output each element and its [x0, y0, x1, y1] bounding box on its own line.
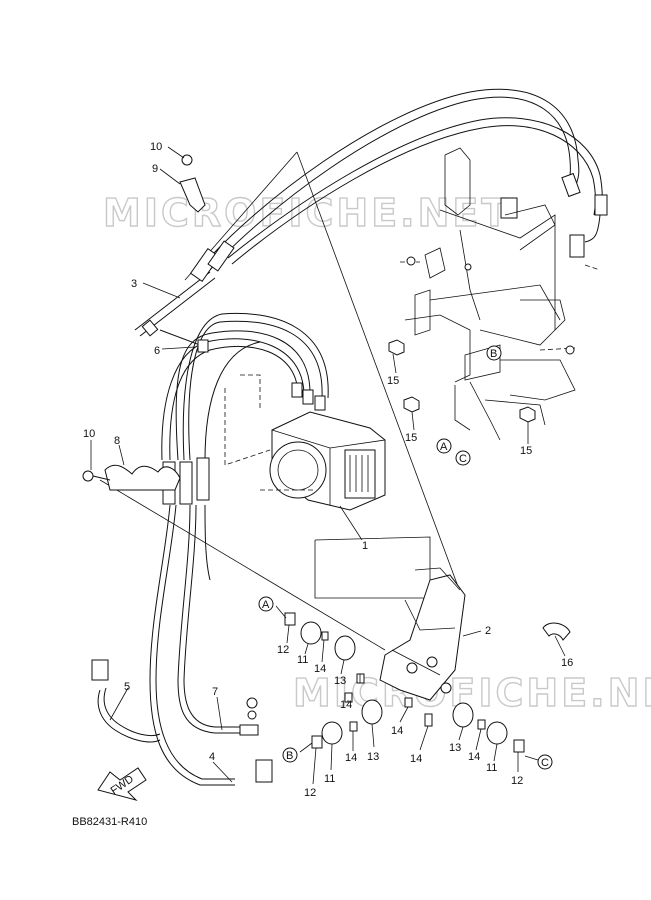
- callout-13-a: 13: [334, 675, 346, 687]
- callout-7: 7: [212, 686, 218, 698]
- watermark-top: MICROFICHE.NET: [103, 191, 510, 235]
- callout-12-b: 12: [304, 787, 316, 799]
- ref-b-bottom: B: [286, 750, 293, 762]
- callout-13-b: 13: [367, 751, 379, 763]
- ref-c-top: C: [459, 453, 467, 465]
- lower-brake-hoses: [91, 457, 273, 786]
- ref-c-bottom: C: [541, 757, 549, 769]
- forward-arrow-icon: FWD: [97, 767, 147, 801]
- callout-14-b: 14: [340, 699, 352, 711]
- nut-15-group: [388, 339, 536, 423]
- callout-10-top: 10: [150, 141, 162, 153]
- leader-guide-lines: [99, 151, 464, 651]
- callout-8: 8: [114, 435, 120, 447]
- abs-mount-bracket-2: [379, 567, 466, 701]
- callout-12-c: 12: [511, 775, 523, 787]
- callout-9: 9: [152, 163, 158, 175]
- frame-bracket-assembly: [400, 147, 601, 441]
- ref-a-bottom: A: [262, 599, 270, 611]
- callout-10-left: 10: [83, 428, 95, 440]
- callout-1: 1: [362, 540, 368, 552]
- callout-14-e: 14: [345, 752, 357, 764]
- callout-4: 4: [209, 751, 215, 763]
- callout-15-b: 15: [405, 432, 417, 444]
- callout-leaders: [90, 146, 566, 785]
- callout-13-c: 13: [449, 742, 461, 754]
- callout-15-a: 15: [387, 375, 399, 387]
- callout-15-c: 15: [520, 445, 532, 457]
- callout-14-a: 14: [314, 663, 326, 675]
- callout-11-c: 11: [486, 762, 497, 774]
- callout-14-f: 14: [468, 751, 480, 763]
- callout-16: 16: [561, 657, 573, 669]
- callout-5: 5: [124, 681, 130, 693]
- callout-numbers: 10 9 3 6 10 8 1 2 16 5 7 4 15 15 15 12 1…: [83, 141, 573, 799]
- callout-14-d: 14: [410, 753, 422, 765]
- banjo-bolt-assembly: [134, 154, 235, 353]
- callout-6: 6: [154, 345, 160, 357]
- ref-a-top: A: [440, 441, 448, 453]
- diagram-code: BB82431-R410: [72, 816, 147, 828]
- reference-marks: A C B A B C: [258, 345, 553, 770]
- callout-11-a: 11: [297, 654, 308, 666]
- callout-11-b: 11: [324, 773, 335, 785]
- clip-16: [542, 622, 571, 641]
- callout-3: 3: [131, 278, 137, 290]
- abs-hydraulic-unit: [224, 374, 386, 511]
- callout-14-c: 14: [391, 725, 403, 737]
- front-brake-hose: [199, 88, 603, 275]
- callout-2: 2: [485, 625, 491, 637]
- clamp-bracket-8: [82, 464, 181, 491]
- callout-12-a: 12: [277, 644, 289, 656]
- ref-b-top: B: [490, 348, 497, 360]
